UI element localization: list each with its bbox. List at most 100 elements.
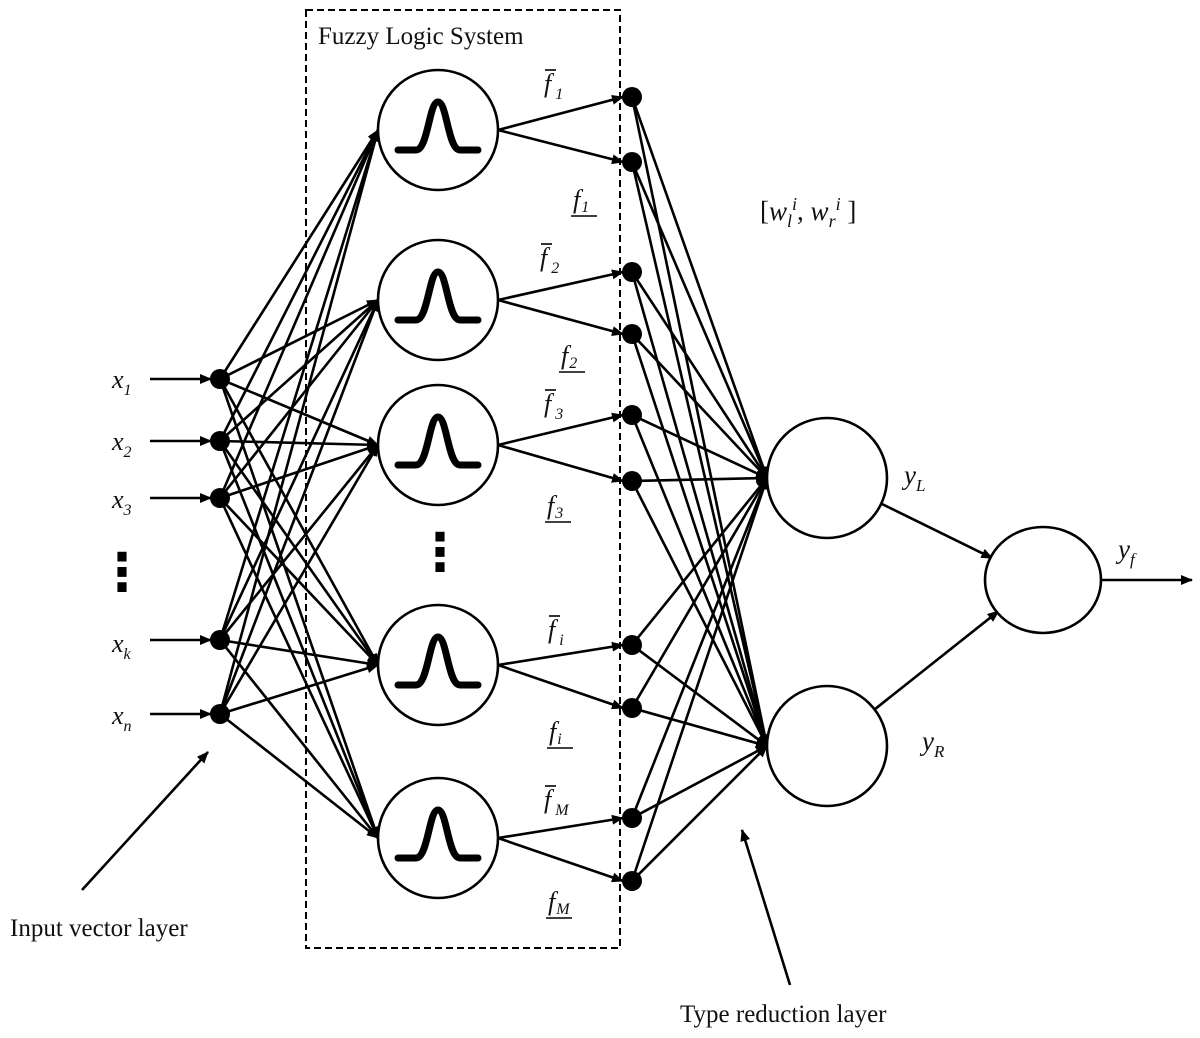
lower-firing-label: f1 <box>573 185 589 216</box>
firing-reduction-edge <box>630 477 769 646</box>
input-label: x3 <box>111 485 132 519</box>
output-final-label: yf <box>1115 534 1137 569</box>
input-node <box>210 431 230 451</box>
lower-firing-label: fi <box>549 717 562 748</box>
input-rule-edge <box>219 439 379 450</box>
rule-firing-edge <box>497 269 624 302</box>
rule-firing-edge <box>497 443 624 483</box>
gaussian-membership-icon <box>394 413 482 469</box>
input-rule-edge <box>218 378 380 839</box>
input-rule-edge <box>218 444 380 715</box>
input-rule-edge <box>218 129 380 499</box>
rule-firing-edge <box>497 128 624 165</box>
rule-firing-edge <box>497 412 624 447</box>
firing-reduction-edge <box>630 333 769 747</box>
fuzzy-logic-system-label: Fuzzy Logic System <box>318 23 524 50</box>
lower-firing-label: fM <box>548 887 571 918</box>
reduction-final-edge <box>873 610 1000 711</box>
firing-reduction-edge <box>630 477 769 882</box>
input-rule-edge <box>218 444 380 641</box>
firing-reduction-edge <box>631 333 768 479</box>
rule-membership-node <box>376 68 500 192</box>
firing-reduction-edge <box>630 96 769 479</box>
reduction-final-edge <box>880 502 994 560</box>
firing-reduction-edge <box>630 96 770 747</box>
firing-reduction-edge <box>630 414 769 747</box>
firing-reduction-edge <box>630 271 769 747</box>
rule-membership-node <box>376 603 500 727</box>
input-rule-edge <box>218 129 380 442</box>
firing-node <box>622 152 642 172</box>
firing-reduction-edge <box>631 745 768 882</box>
input-rule-edge <box>218 299 380 715</box>
rule-firing-edge <box>497 298 624 336</box>
rule-firing-edge <box>497 663 624 710</box>
input-label: xn <box>111 701 132 735</box>
input-layer-caption: Input vector layer <box>10 915 188 942</box>
rule-membership-node <box>376 238 500 362</box>
input-node <box>210 369 230 389</box>
type-reduction-caption: Type reduction layer <box>680 1001 887 1028</box>
input-rule-edge <box>219 712 379 840</box>
input-node <box>210 488 230 508</box>
connection-edges <box>150 94 1193 883</box>
firing-node <box>622 471 642 491</box>
gaussian-membership-icon <box>394 633 482 689</box>
firing-reduction-edge <box>631 706 768 748</box>
rule-firing-edge <box>497 641 624 667</box>
input-node <box>210 704 230 724</box>
firing-reduction-edge <box>630 161 769 479</box>
input-label: x1 <box>111 365 132 399</box>
gaussian-membership-icon <box>394 98 482 154</box>
input-rule-edge <box>218 440 380 839</box>
input-layer-pointer-arrow <box>81 751 209 891</box>
firing-reduction-edge <box>631 643 768 748</box>
firing-reduction-edge <box>631 744 768 820</box>
input-label: xk <box>111 629 132 663</box>
input-rule-edge <box>218 378 380 666</box>
lower-firing-label: f2 <box>561 341 577 372</box>
input-rule-edge <box>218 299 380 641</box>
firing-reduction-edge <box>630 161 770 747</box>
input-ellipsis: ⋮ <box>96 543 148 603</box>
gaussian-membership-icon <box>394 268 482 324</box>
gaussian-membership-icon <box>394 806 482 862</box>
input-rule-edge <box>219 663 379 716</box>
output-left-label: yL <box>901 460 925 495</box>
firing-node <box>622 262 642 282</box>
rule-firing-edge <box>497 814 624 840</box>
firing-reduction-edge <box>631 473 768 484</box>
input-rule-edge <box>218 129 380 715</box>
rule-membership-node <box>376 776 500 900</box>
rule-firing-edge <box>497 94 624 132</box>
output-right-label: yR <box>919 726 945 761</box>
firing-reduction-edge <box>630 271 769 479</box>
input-rule-edge <box>218 129 380 641</box>
type-reduction-node <box>765 684 889 808</box>
input-rule-edge <box>218 440 380 666</box>
rule-membership-node <box>376 383 500 507</box>
firing-node <box>622 871 642 891</box>
input-label: x2 <box>111 427 132 461</box>
firing-reduction-edge <box>630 480 769 747</box>
firing-reduction-edge <box>630 477 769 819</box>
type-reduction-node <box>765 416 889 540</box>
firing-reduction-edge <box>631 413 768 480</box>
defuzzification-node <box>983 525 1103 635</box>
lower-firing-label: f3 <box>547 491 563 522</box>
input-rule-edge <box>219 298 379 381</box>
firing-reduction-edge <box>630 477 769 709</box>
input-rule-edge <box>218 299 380 499</box>
input-rule-edge <box>218 639 380 839</box>
firing-node <box>622 324 642 344</box>
firing-node <box>622 635 642 655</box>
firing-node <box>622 405 642 425</box>
rule-ellipsis: ⋮ <box>414 523 466 583</box>
